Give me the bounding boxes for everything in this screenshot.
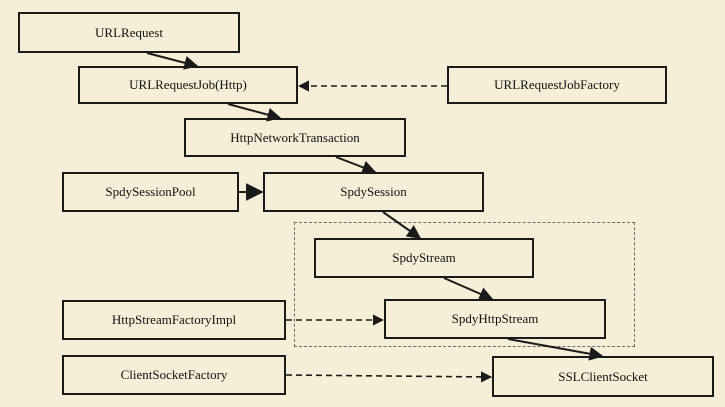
- node-url-request-job: URLRequestJob(Http): [78, 66, 298, 104]
- node-spdy-session: SpdySession: [263, 172, 484, 212]
- edge-url-request-job-to-http-network-transaction: [227, 103, 282, 122]
- node-spdy-stream: SpdyStream: [314, 238, 534, 278]
- edge-url-request-to-url-request-job: [146, 52, 199, 70]
- node-url-request-job-factory: URLRequestJobFactory: [447, 66, 667, 104]
- node-url-request: URLRequest: [18, 12, 240, 53]
- node-client-socket-factory: ClientSocketFactory: [62, 355, 286, 395]
- node-http-stream-factory-impl: HttpStreamFactoryImpl: [62, 300, 286, 340]
- edge-client-socket-factory-to-ssl-client-socket: [285, 371, 493, 383]
- node-spdy-http-stream: SpdyHttpStream: [384, 299, 606, 339]
- spdy-stream-group-frame: [294, 222, 635, 347]
- node-spdy-session-pool: SpdySessionPool: [62, 172, 239, 212]
- node-ssl-client-socket: SSLClientSocket: [492, 356, 714, 397]
- node-http-network-transaction: HttpNetworkTransaction: [184, 118, 406, 157]
- edge-http-network-transaction-to-spdy-session: [335, 156, 377, 175]
